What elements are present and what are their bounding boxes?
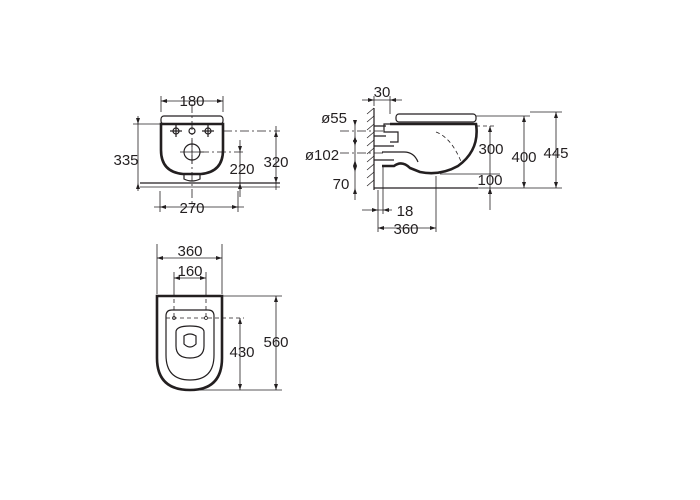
side-inlet-pipe — [374, 125, 386, 137]
dim-side-floor-offset: 100 — [477, 172, 502, 189]
dim-top-length: 560 — [263, 334, 288, 351]
dim-side-pan-height-300: 300 — [478, 141, 503, 158]
top-view: 360 160 430 560 — [155, 243, 289, 392]
dim-front-width-top: 180 — [179, 93, 204, 110]
side-bowl — [382, 122, 478, 175]
dim-side-wall-offset: 30 — [374, 84, 391, 101]
dim-front-height-total: 335 — [113, 152, 138, 169]
top-bowl-outline — [155, 294, 224, 392]
dim-side-pan-height-445: 445 — [543, 145, 568, 162]
dim-side-back-offset: 18 — [397, 203, 414, 220]
top-bowl-rim — [165, 309, 215, 381]
dim-front-bolt-height: 320 — [263, 154, 288, 171]
dim-top-width: 360 — [177, 243, 202, 260]
front-fixing-holes — [170, 125, 214, 137]
dim-side-outlet-depth: 360 — [393, 221, 418, 238]
top-seat-opening — [175, 325, 205, 359]
side-wall — [366, 107, 375, 190]
dim-side-outlet-height: 70 — [333, 176, 350, 193]
dim-side-inlet-diameter: ø55 — [321, 110, 347, 127]
side-seat — [395, 113, 477, 123]
side-outlet-pipe — [374, 145, 394, 161]
dim-front-drain-height: 220 — [229, 161, 254, 178]
dim-side-outlet-diameter: ø102 — [305, 147, 339, 164]
side-view: 30 ø55 ø102 70 300 400 445 100 — [305, 84, 569, 238]
top-drain — [183, 333, 197, 348]
dim-side-pan-height-400: 400 — [511, 149, 536, 166]
dim-top-bolt-spacing: 160 — [177, 263, 202, 280]
dim-front-bottom-width: 270 — [179, 200, 204, 217]
front-view: 180 335 220 320 270 — [113, 93, 288, 217]
front-bowl — [159, 122, 225, 176]
dim-top-bolt-to-center: 430 — [229, 344, 254, 361]
